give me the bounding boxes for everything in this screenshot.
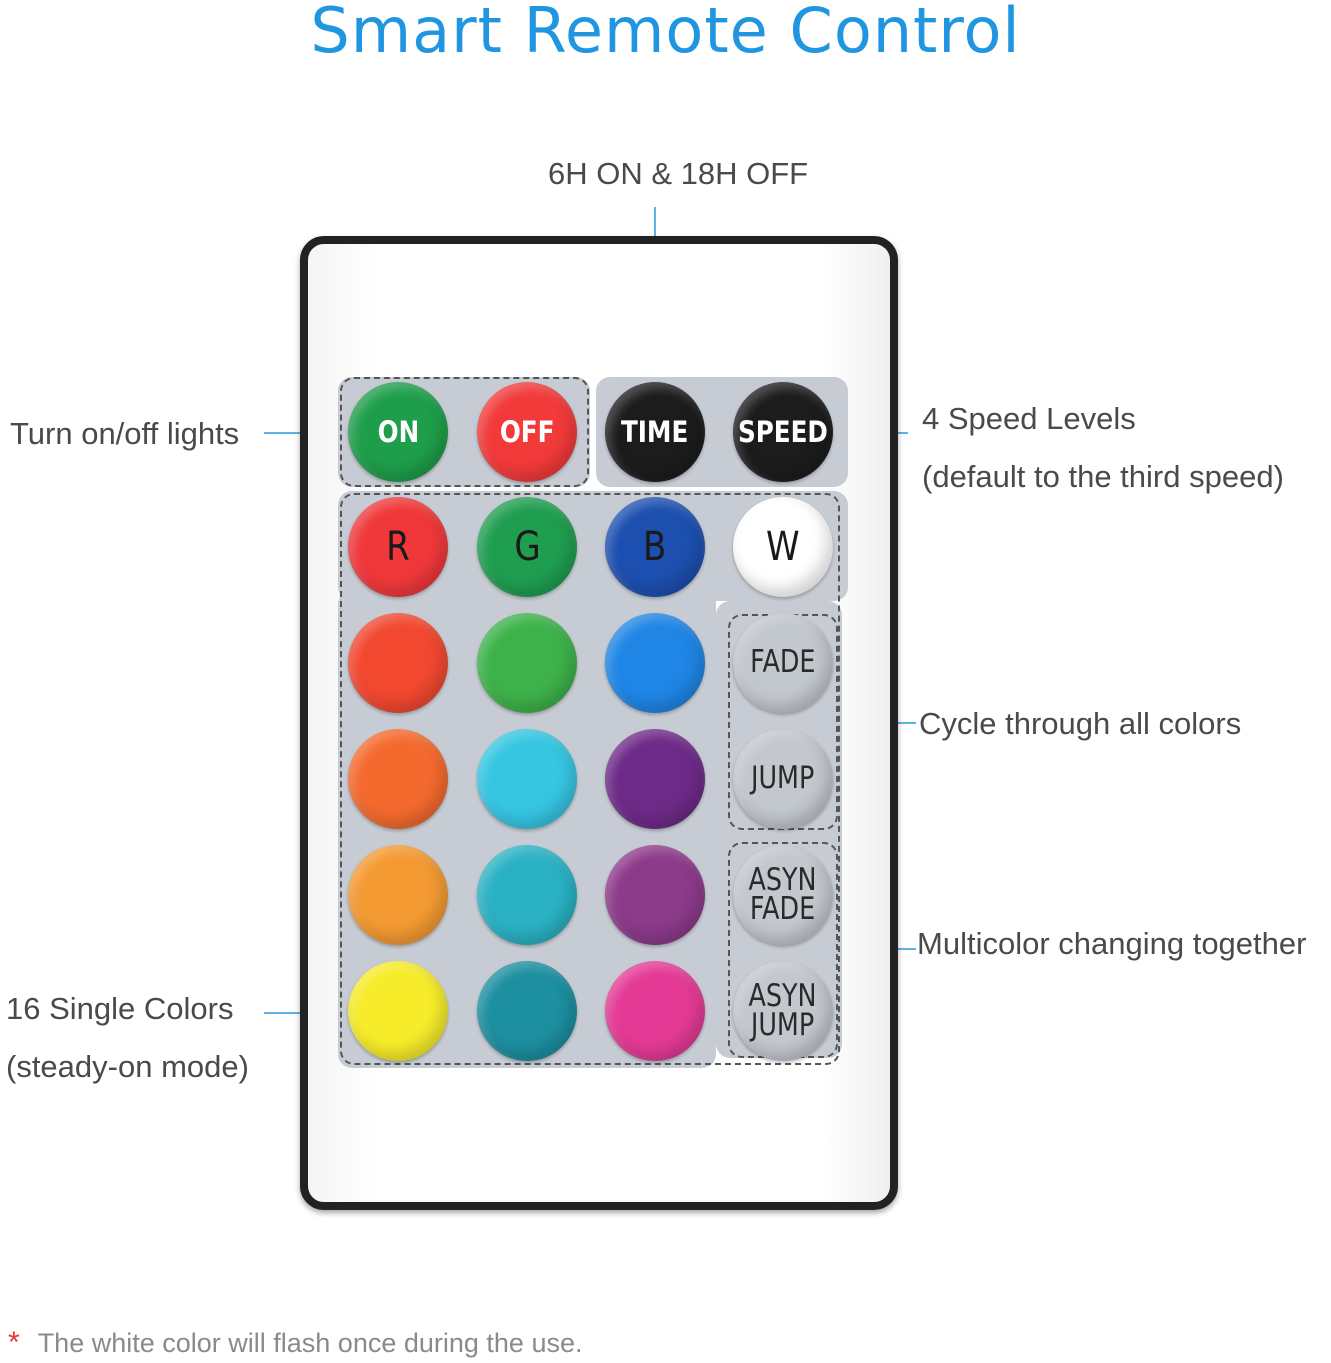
power-annotation: Turn on/off lights xyxy=(10,416,240,451)
jump-mode-button[interactable]: JUMP xyxy=(733,729,833,829)
time-button-label: TIME xyxy=(621,415,689,449)
color-button-r4-c3[interactable] xyxy=(605,961,705,1061)
color-button-r4-c1[interactable] xyxy=(348,961,448,1061)
color-button-r3-c2[interactable] xyxy=(477,845,577,945)
r-color-button[interactable]: R xyxy=(348,497,448,597)
power-group-outline xyxy=(340,377,589,487)
colors-annotation-line1: 16 Single Colors xyxy=(6,991,234,1026)
footnote-text: The white color will flash once during t… xyxy=(37,1328,583,1358)
speed-annotation-line1: 4 Speed Levels xyxy=(922,401,1136,436)
off-button[interactable]: OFF xyxy=(477,382,577,482)
cycle-annotation: Cycle through all colors xyxy=(919,706,1242,741)
b-color-button[interactable]: B xyxy=(605,497,705,597)
asyn-jump-mode-button-label: ASYN JUMP xyxy=(748,977,818,1043)
asyn-jump-mode-button[interactable]: ASYN JUMP xyxy=(733,961,833,1061)
speed-annotation-line2: (default to the third speed) xyxy=(922,459,1284,494)
w-color-button-label: W xyxy=(766,524,800,570)
asyn-fade-mode-button[interactable]: ASYN FADE xyxy=(733,845,833,945)
page-title: Smart Remote Control xyxy=(310,0,1021,67)
fade-mode-button-label: FADE xyxy=(750,644,816,681)
footnote-marker: * xyxy=(8,1326,20,1359)
r-color-button-label: R xyxy=(386,524,410,570)
on-button-label: ON xyxy=(377,415,419,449)
g-color-button[interactable]: G xyxy=(477,497,577,597)
footnote: * The white color will flash once during … xyxy=(8,1326,582,1360)
jump-mode-button-label: JUMP xyxy=(751,760,815,797)
color-button-r1-c3[interactable] xyxy=(605,613,705,713)
color-button-r1-c2[interactable] xyxy=(477,613,577,713)
on-button[interactable]: ON xyxy=(348,382,448,482)
color-button-r3-c3[interactable] xyxy=(605,845,705,945)
off-button-label: OFF xyxy=(499,415,555,449)
color-button-r4-c2[interactable] xyxy=(477,961,577,1061)
fade-mode-button[interactable]: FADE xyxy=(733,613,833,713)
colors-annotation-line2: (steady-on mode) xyxy=(6,1049,249,1084)
speed-button[interactable]: SPEED xyxy=(733,382,833,482)
speed-button-label: SPEED xyxy=(738,415,828,449)
color-button-r3-c1[interactable] xyxy=(348,845,448,945)
timer-annotation: 6H ON & 18H OFF xyxy=(548,156,809,191)
w-color-button[interactable]: W xyxy=(733,497,833,597)
color-button-r2-c1[interactable] xyxy=(348,729,448,829)
time-button[interactable]: TIME xyxy=(605,382,705,482)
multicolor-annotation: Multicolor changing together xyxy=(917,926,1307,961)
color-button-r2-c2[interactable] xyxy=(477,729,577,829)
g-color-button-label: G xyxy=(513,524,541,570)
color-button-r2-c3[interactable] xyxy=(605,729,705,829)
single-colors-outline xyxy=(340,493,840,1065)
b-color-button-label: B xyxy=(643,524,667,570)
color-button-r1-c1[interactable] xyxy=(348,613,448,713)
asyn-fade-mode-button-label: ASYN FADE xyxy=(748,861,818,927)
